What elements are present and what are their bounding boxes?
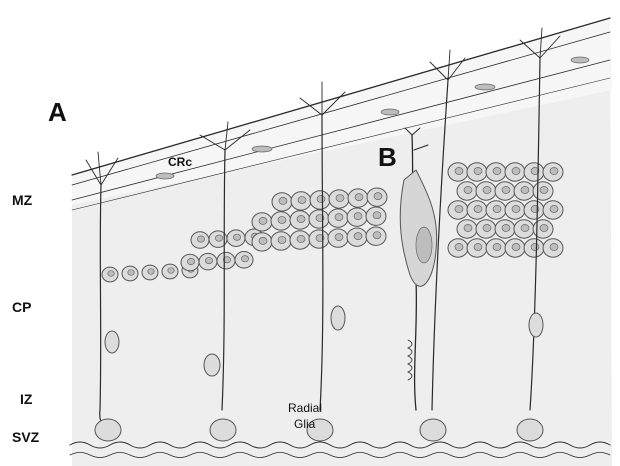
neuron-nucleus: [355, 194, 363, 201]
neuron-nucleus: [298, 196, 306, 203]
layer-label-svz: SVZ: [12, 429, 40, 445]
neuron-nucleus: [474, 244, 482, 251]
layer-label-iz: IZ: [20, 391, 33, 407]
neuron-nucleus: [493, 168, 501, 175]
neuron-nucleus: [259, 237, 267, 244]
neuron-nucleus: [215, 235, 222, 241]
neuron-nucleus: [259, 217, 267, 224]
neuron-nucleus: [521, 225, 529, 232]
neuron-nucleus: [493, 244, 501, 251]
neuron-nucleus: [531, 244, 539, 251]
neuron-nucleus: [335, 214, 343, 221]
neuron-nucleus: [205, 257, 212, 263]
neuron-nucleus: [374, 193, 382, 200]
cajal-retzius-label: CRc: [168, 155, 192, 169]
neuron-nucleus: [373, 232, 381, 239]
neuron-nucleus: [455, 206, 463, 213]
neuron-nucleus: [493, 206, 501, 213]
neuron-nucleus: [512, 206, 520, 213]
radial-glia-label-line2: Glia: [294, 417, 316, 431]
neuron-nucleus: [540, 187, 548, 194]
neuron-nucleus: [278, 216, 286, 223]
neuron-nucleus: [540, 225, 548, 232]
neuron-nucleus: [455, 244, 463, 251]
neuron-nucleus: [483, 187, 491, 194]
neuron-nucleus: [502, 187, 510, 194]
panel-b-label: B: [378, 142, 397, 172]
neuron-nucleus: [354, 233, 362, 240]
neuron-nucleus: [550, 244, 558, 251]
neuron-nucleus: [108, 271, 114, 277]
neuron-nucleus: [373, 212, 381, 219]
neuron-nucleus: [187, 258, 194, 264]
neuron-nucleus: [279, 197, 287, 204]
neuron-nucleus: [474, 168, 482, 175]
neuron-nucleus: [197, 236, 204, 242]
neuron-nucleus: [233, 234, 240, 240]
neuron-nucleus: [512, 168, 520, 175]
neuron-nucleus: [148, 269, 154, 275]
neuron-nucleus: [241, 256, 248, 262]
neuron-nucleus: [474, 206, 482, 213]
neuron-nucleus: [521, 187, 529, 194]
radial-glia-label-line1: Radial: [288, 401, 322, 415]
neuron-nucleus: [550, 206, 558, 213]
neuron-nucleus: [128, 270, 134, 276]
layer-label-mz: MZ: [12, 192, 33, 208]
neuron-nucleus: [455, 168, 463, 175]
neuron-nucleus: [354, 213, 362, 220]
neuron-nucleus: [278, 236, 286, 243]
neuron-nucleus: [317, 196, 325, 203]
panel-a-label: A: [48, 97, 67, 127]
neuron-nucleus: [168, 268, 174, 274]
neuron-nucleus: [483, 225, 491, 232]
neuron-nucleus: [502, 225, 510, 232]
neuron-nucleus: [464, 225, 472, 232]
neuron-nucleus: [297, 236, 305, 243]
neuron-nucleus: [550, 168, 558, 175]
neuron-nucleus: [336, 195, 344, 202]
layer-label-cp: CP: [12, 299, 31, 315]
neuron-nucleus: [335, 234, 343, 241]
neuron-nucleus: [464, 187, 472, 194]
neuron-nucleus: [512, 244, 520, 251]
neuron-nucleus: [297, 216, 305, 223]
